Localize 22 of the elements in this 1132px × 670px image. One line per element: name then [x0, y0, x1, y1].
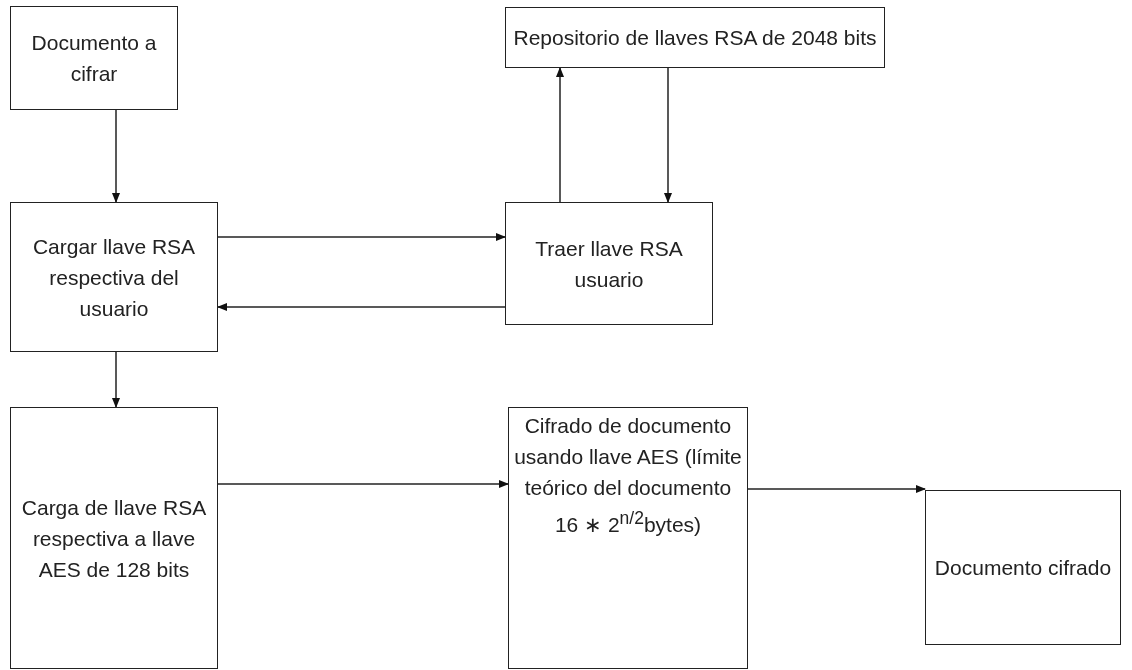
process-box: [925, 490, 1121, 645]
arrow: [112, 351, 120, 408]
process-box: [505, 202, 713, 325]
box-text: Carga de llave RSA respectiva a llave AES de 128 bits: [20, 494, 208, 583]
box-text: Traer llave RSA usuario: [534, 235, 684, 293]
arrow: [217, 233, 506, 241]
box-text: Documento cifrado: [934, 555, 1112, 581]
arrow: [217, 303, 506, 311]
box-text: Cargar llave RSA respectiva del usuario: [31, 233, 197, 322]
process-box: [508, 407, 748, 669]
arrow: [556, 67, 564, 203]
arrow: [664, 67, 672, 203]
arrow: [112, 109, 120, 203]
box-text: Documento a cifrar: [30, 30, 158, 87]
box-text: Repositorio de llaves RSA de 2048 bits: [513, 25, 877, 51]
process-box: [10, 202, 218, 352]
box-text: Cifrado de documento usando llave AES (límite teórico del documento 16 ∗ 2$^{n/2}$bytes): [513, 413, 743, 538]
process-box: [10, 407, 218, 669]
arrow: [217, 480, 509, 488]
process-box: [505, 7, 885, 68]
arrow: [747, 485, 926, 493]
process-box: [10, 6, 178, 110]
